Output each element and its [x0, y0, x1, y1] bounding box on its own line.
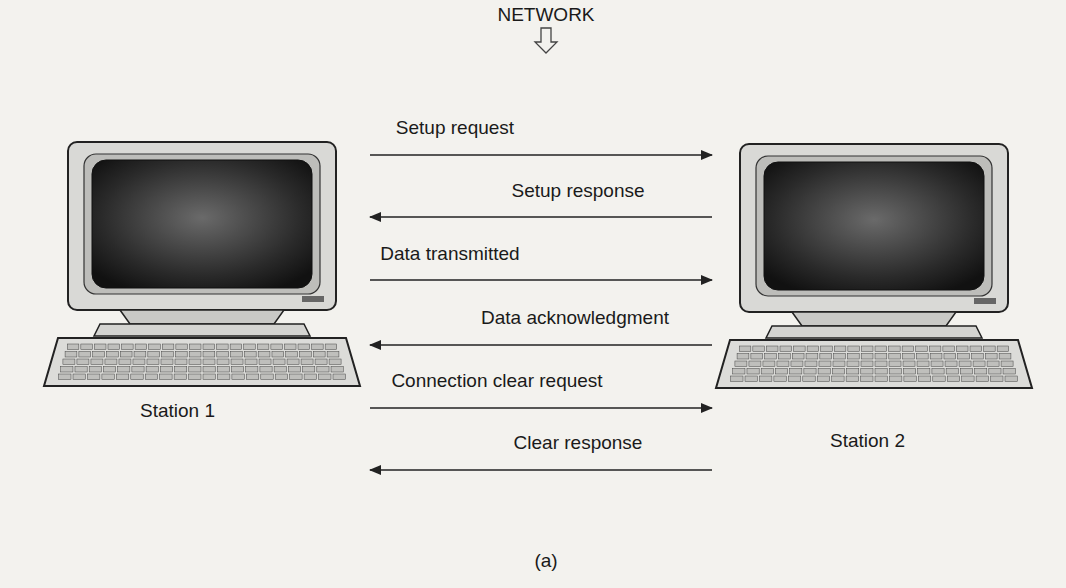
message-arrow [370, 469, 712, 471]
message-label: Data acknowledgment [478, 307, 672, 329]
message-label: Clear response [511, 432, 646, 454]
network-label: NETWORK [497, 4, 594, 26]
computer-station: Station 2 [712, 140, 1047, 490]
figure-caption: (a) [534, 550, 557, 572]
computer-drawing [712, 140, 1037, 395]
message-arrow [370, 279, 712, 281]
message-label: Setup response [508, 180, 647, 202]
network-arrow [535, 28, 557, 53]
station-label: Station 1 [140, 400, 215, 422]
message-label: Setup request [393, 117, 517, 139]
computer-station: Station 1 [40, 138, 370, 488]
computer-illustration [716, 144, 1032, 388]
message-label: Connection clear request [388, 370, 605, 392]
message-arrow [370, 344, 712, 346]
message-label: Data transmitted [377, 243, 522, 265]
station-label: Station 2 [830, 430, 905, 452]
message-arrow [370, 154, 712, 156]
message-arrow [370, 216, 712, 218]
message-arrow [370, 407, 712, 409]
computer-illustration [44, 142, 360, 386]
computer-drawing [40, 138, 365, 393]
